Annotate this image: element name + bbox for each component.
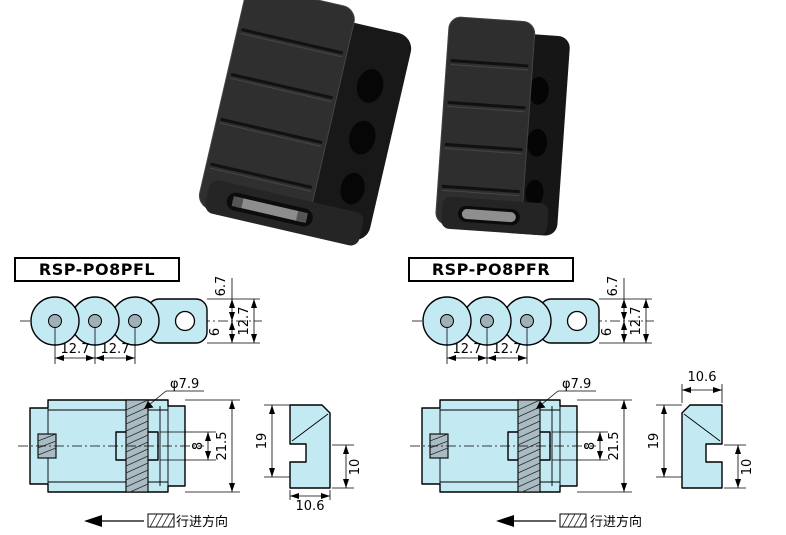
width-dimension (681, 383, 723, 404)
dim-edge-to-center: 6.7 (214, 276, 229, 297)
direction-label: 行进方向 (176, 514, 228, 530)
dim-hole-diameter: φ7.9 (562, 377, 591, 392)
dim-pin-height: 8 (191, 442, 206, 450)
dim-side-inner-height: 10 (740, 459, 755, 476)
dim-overall-width: 12.7 (629, 307, 644, 336)
dim-side-width: 10.6 (296, 499, 325, 514)
dim-side-width: 10.6 (688, 370, 717, 385)
dim-pitch-1: 12.7 (61, 342, 90, 357)
direction-arrow (83, 513, 175, 528)
dim-pitch-2: 12.7 (493, 342, 522, 357)
segment-grooves (441, 59, 529, 194)
side-hole-icon (525, 179, 544, 206)
drawing-set-right: 12.7 12.7 6.7 12.7 6 φ7.9 8 21.5 19 10 1… (409, 276, 755, 530)
dim-edge-to-center: 6.7 (606, 276, 621, 297)
pin-end (295, 210, 308, 223)
dim-pin-height: 8 (583, 442, 598, 450)
model-label-right: RSP-PO8PFR (408, 257, 574, 282)
direction-arrow (495, 513, 587, 528)
dim-side-inner-height: 10 (348, 459, 363, 476)
side-hole-icon (340, 172, 365, 205)
dim-overall-height: 21.5 (607, 432, 622, 461)
dim-overall-width: 12.7 (237, 307, 252, 336)
segment-highlights (209, 33, 343, 192)
direction-label: 行进方向 (590, 514, 642, 530)
model-label-left: RSP-PO8PFL (14, 257, 180, 282)
front-view (17, 399, 205, 493)
side-hole-icon (356, 69, 384, 103)
front-view (409, 399, 597, 493)
side-view (681, 404, 723, 489)
dim-center-to-edge: 6 (208, 328, 223, 336)
side-view (289, 404, 331, 489)
top-view (411, 296, 655, 346)
segment-highlights (441, 64, 529, 197)
side-hole-icon (527, 128, 548, 157)
dim-pitch-1: 12.7 (453, 342, 482, 357)
drawing-set-left: 12.7 12.7 6.7 12.7 6 φ7.9 8 21.5 19 10 1… (17, 276, 363, 530)
segment-grooves (210, 28, 344, 189)
dim-center-to-edge: 6 (600, 328, 615, 336)
metal-pin (461, 209, 516, 223)
pin-end (231, 196, 244, 209)
side-hole-icon (528, 76, 549, 105)
top-view (19, 296, 263, 346)
dim-hole-diameter: φ7.9 (170, 377, 199, 392)
product-photo-left (198, 0, 412, 246)
dim-overall-height: 21.5 (215, 432, 230, 461)
product-photo-right (435, 16, 570, 236)
dim-side-height: 19 (255, 433, 270, 450)
metal-pin (232, 197, 307, 222)
side-hole-icon (349, 120, 376, 155)
dim-pitch-2: 12.7 (101, 342, 130, 357)
dim-side-height: 19 (647, 433, 662, 450)
